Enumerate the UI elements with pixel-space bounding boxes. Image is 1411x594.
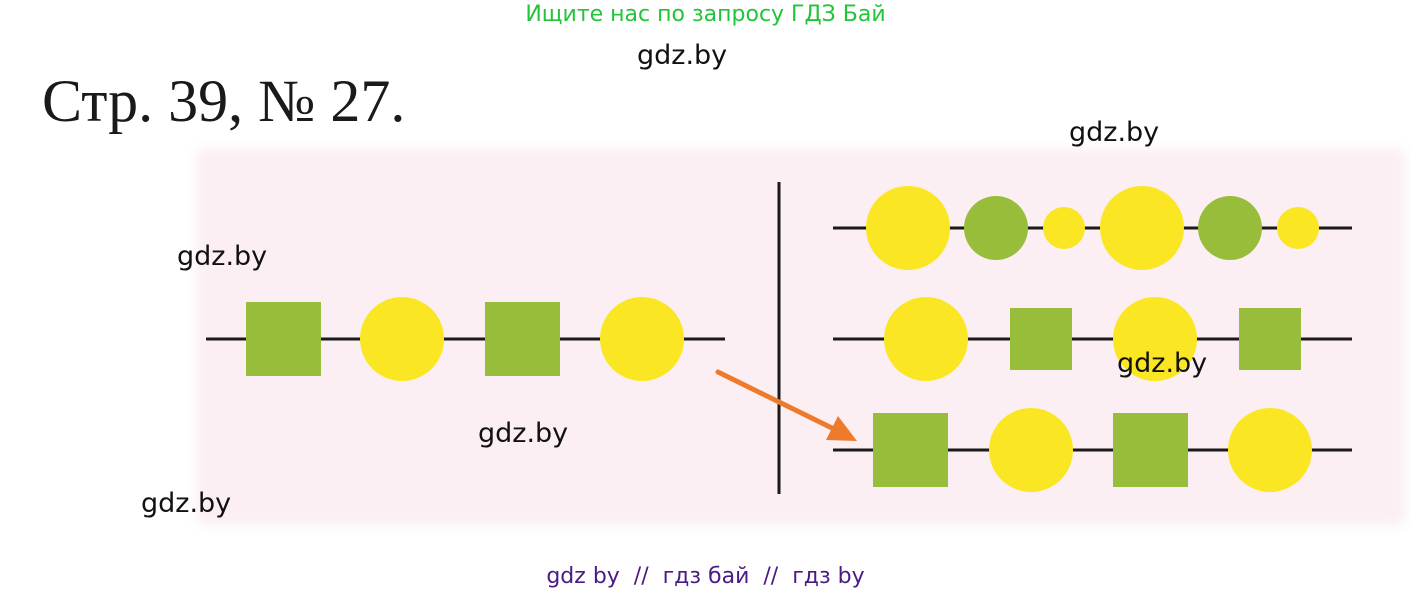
given-pattern-circle — [600, 297, 684, 381]
watermark: gdz.by — [1069, 117, 1160, 148]
option-2-circle — [884, 297, 968, 381]
watermark: gdz.by — [637, 40, 728, 71]
watermark: gdz.by — [177, 241, 268, 272]
option-1-medium-green-circle — [964, 196, 1028, 260]
option-3-circle — [1228, 408, 1312, 492]
answer-arrow-shaft — [715, 369, 839, 433]
option-1-large-yellow-circle — [866, 186, 950, 270]
option-2-square — [1010, 308, 1072, 370]
footer-links-text: gdz by // гдз бай // гдз by — [546, 564, 865, 589]
watermark: gdz.by — [1117, 348, 1208, 379]
watermark: gdz.by — [141, 488, 232, 519]
answer-arrow-head — [826, 416, 857, 441]
option-1-small-yellow-circle — [1043, 207, 1085, 249]
given-pattern — [206, 297, 725, 381]
option-3-circle — [989, 408, 1073, 492]
watermark: gdz.by — [478, 418, 569, 449]
page-title: Стр. 39, № 27. — [42, 68, 406, 134]
option-1-medium-green-circle — [1198, 196, 1262, 260]
option-3-square — [1113, 413, 1188, 487]
option-2-square — [1239, 308, 1301, 370]
given-pattern-square — [246, 302, 321, 376]
option-1-large-yellow-circle — [1100, 186, 1184, 270]
option-2-pattern — [833, 297, 1352, 381]
given-pattern-circle — [360, 297, 444, 381]
search-hint-banner: Ищите нас по запросу ГДЗ Бай — [525, 2, 886, 27]
option-3-square — [873, 413, 948, 487]
given-pattern-square — [485, 302, 560, 376]
option-1-small-yellow-circle — [1277, 207, 1319, 249]
option-3-pattern — [833, 408, 1352, 492]
option-1-pattern — [833, 186, 1352, 270]
answer-arrow — [715, 369, 857, 441]
option-2-circle — [1113, 297, 1197, 381]
